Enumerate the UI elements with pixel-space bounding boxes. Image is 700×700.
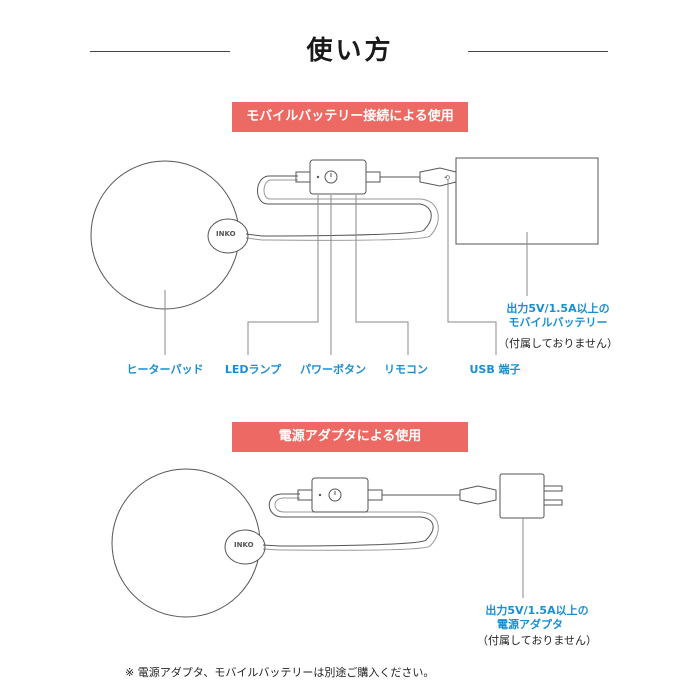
pad-logo-2: INKO [234, 541, 254, 549]
page-title: 使い方 [306, 36, 394, 66]
led-dot-1 [316, 175, 320, 179]
pad-connector-1 [207, 218, 249, 254]
power-adapter [499, 473, 545, 519]
section1-banner: モバイルバッテリー接続による使用 [232, 102, 468, 132]
adapter-spec-line2: 電源アダプタ [497, 618, 563, 631]
label-remote: リモコン [384, 363, 428, 376]
mobile-battery [455, 157, 599, 245]
section2-banner: 電源アダプタによる使用 [232, 422, 468, 452]
label-usb-port: USB 端子 [469, 363, 521, 376]
battery-note: （付属しておりません） [497, 337, 619, 350]
svg-text:⟲: ⟲ [444, 174, 450, 182]
battery-spec-line1: 出力5V/1.5A以上の [506, 302, 610, 315]
pad-logo-1: INKO [216, 230, 236, 238]
pad-connector-2 [224, 529, 266, 565]
adapter-note: （付属しておりません） [476, 634, 598, 647]
footnote: ※ 電源アダプタ、モバイルバッテリーは別途ご購入ください。 [125, 666, 435, 679]
label-heater-pad: ヒーターパッド [126, 363, 204, 376]
title-rule-right [468, 51, 608, 52]
label-power-button: パワーボタン [300, 363, 366, 376]
adapter-spec-line1: 出力5V/1.5A以上の [485, 604, 589, 617]
led-dot-2 [318, 493, 322, 497]
battery-spec-line2: モバイルバッテリー [508, 316, 608, 329]
label-led-lamp: LEDランプ [224, 363, 282, 376]
title-rule-left [90, 51, 230, 52]
